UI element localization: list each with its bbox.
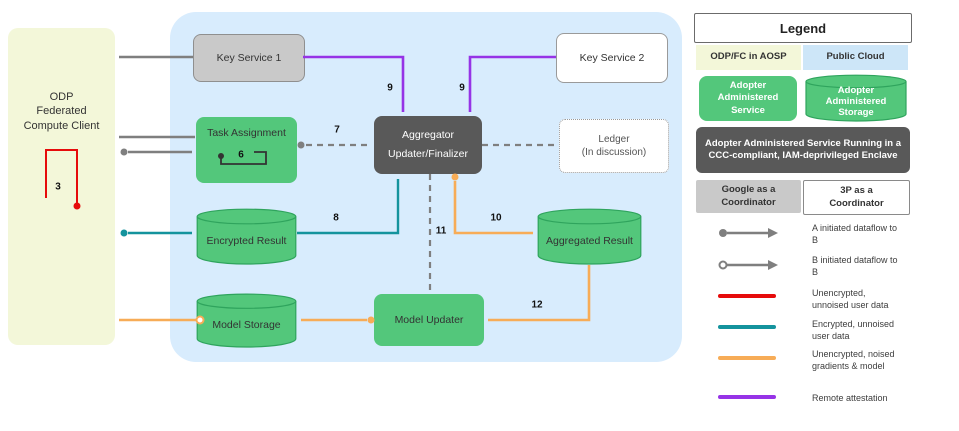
red-line-icon (718, 294, 776, 298)
model-updater-label: Model Updater (394, 313, 464, 326)
cylinder-shape (537, 208, 642, 265)
b-initiated-arrow-icon (718, 260, 778, 270)
aggregator-label: Aggregator Updater/Finalizer (388, 128, 468, 160)
legend-remote-attestation-label: Remote attestation (812, 393, 888, 403)
legend-adopter-service: Adopter Administered Service (699, 76, 797, 121)
legend-noised-gradients-label: Unencrypted, noised gradients & model (812, 349, 895, 372)
legend-enclave: Adopter Administered Service Running in … (696, 127, 910, 173)
step-label-10: 10 (490, 212, 502, 224)
orange-line-icon (718, 356, 776, 360)
legend-chip-odp-aosp: ODP/FC in AOSP (696, 45, 801, 70)
legend-chip-public-cloud: Public Cloud (803, 45, 908, 70)
ledger-label: Ledger (In discussion) (581, 133, 647, 159)
key-service-2-label: Key Service 2 (579, 51, 645, 64)
node-task-assignment: Task Assignment (196, 117, 297, 183)
aggregated-result-label: Aggregated Result (546, 234, 633, 247)
cylinder-shape (196, 208, 297, 265)
legend-adopter-storage-cylinder: Adopter Administered Storage (805, 74, 907, 122)
node-ledger: Ledger (In discussion) (559, 119, 669, 173)
cylinder-shape (196, 293, 297, 348)
client-box: ODP Federated Compute Client (8, 28, 115, 345)
legend-3p-coordinator: 3P as a Coordinator (803, 180, 910, 215)
model-storage-label: Model Storage (212, 318, 281, 331)
legend-encrypted-user-label: Encrypted, unnoised user data (812, 319, 895, 342)
cylinder-aggregated-result: Aggregated Result (537, 208, 642, 265)
cylinder-encrypted-result: Encrypted Result (196, 208, 297, 265)
step-label-12: 12 (531, 299, 543, 311)
step-label-9a: 9 (387, 82, 393, 94)
node-aggregator: Aggregator Updater/Finalizer (374, 116, 482, 174)
legend-a-initiated-label: A initiated dataflow to B (812, 223, 898, 246)
step-label-6: 6 (238, 149, 244, 161)
cylinder-model-storage: Model Storage (196, 293, 297, 348)
step-label-11: 11 (435, 225, 447, 237)
node-key-service-1: Key Service 1 (193, 34, 305, 82)
node-key-service-2: Key Service 2 (556, 33, 668, 83)
legend-adopter-storage-label: Adopter Administered Storage (825, 84, 887, 118)
step-label-7: 7 (334, 124, 340, 136)
task-assignment-label: Task Assignment (207, 127, 286, 139)
legend-title: Legend (694, 13, 912, 43)
legend-google-coordinator: Google as a Coordinator (696, 180, 801, 213)
legend-unencrypted-user-label: Unencrypted, unnoised user data (812, 288, 889, 311)
cylinder-shape (805, 74, 907, 122)
legend-b-initiated-label: B initiated dataflow to B (812, 255, 898, 278)
key-service-1-label: Key Service 1 (216, 51, 282, 64)
step-label-8: 8 (333, 212, 339, 224)
step-label-3: 3 (55, 181, 61, 193)
teal-line-icon (718, 325, 776, 329)
purple-line-icon (718, 395, 776, 399)
encrypted-result-label: Encrypted Result (206, 234, 287, 247)
client-label: ODP Federated Compute Client (23, 91, 100, 132)
a-initiated-arrow-icon (719, 228, 778, 238)
step-label-9b: 9 (459, 82, 465, 94)
node-model-updater: Model Updater (374, 294, 484, 346)
